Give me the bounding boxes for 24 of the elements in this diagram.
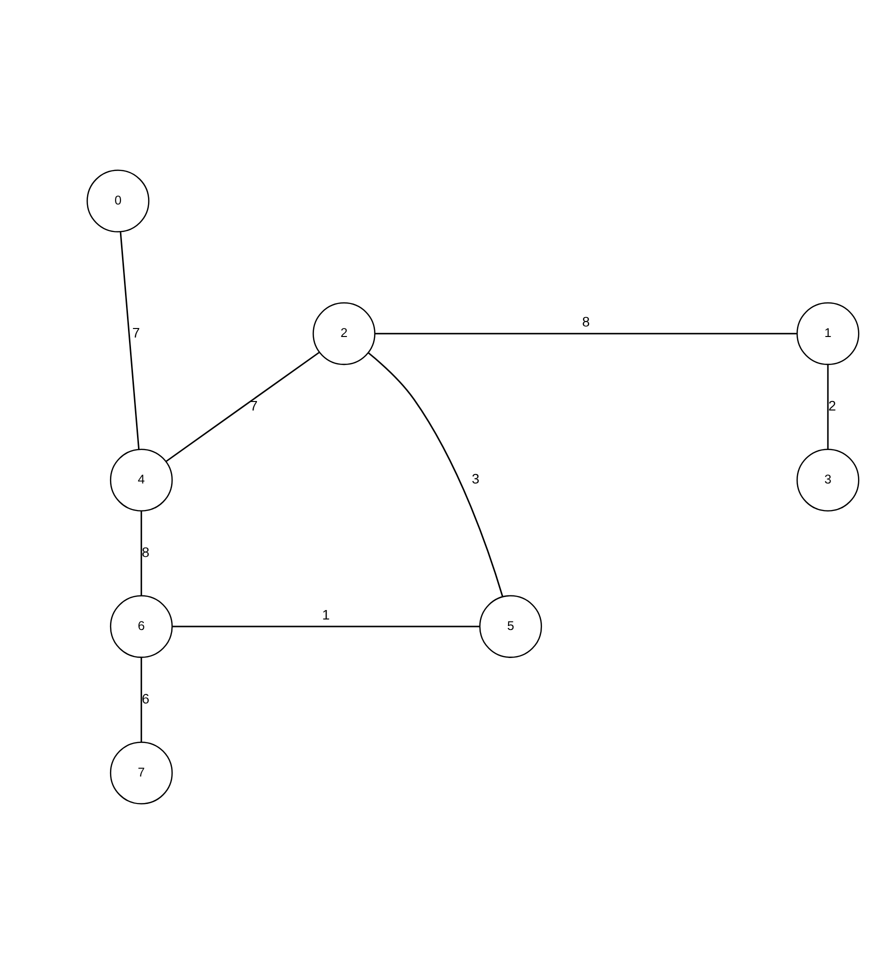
edge-label: 8 <box>582 314 590 330</box>
edge-label: 3 <box>471 471 479 486</box>
connector <box>367 352 503 596</box>
node-circle: 0 <box>86 169 149 232</box>
edge-label: 7 <box>132 324 140 340</box>
node-circle: 7 <box>109 741 172 804</box>
node-circle: 1 <box>796 302 859 365</box>
edge-label: 2 <box>828 398 836 413</box>
connector <box>140 657 142 742</box>
connector <box>826 364 828 449</box>
connector <box>119 231 140 449</box>
edge-label: 7 <box>249 398 258 413</box>
edge-label: 8 <box>141 544 149 560</box>
node-circle: 4 <box>109 448 172 512</box>
node-circle: 5 <box>478 594 542 658</box>
connector <box>165 351 320 462</box>
connector <box>374 332 796 334</box>
connector <box>172 625 480 627</box>
node-circle: 3 <box>796 448 859 512</box>
connector <box>140 510 142 596</box>
node-circle: 2 <box>312 302 375 365</box>
edge-label: 1 <box>322 607 330 622</box>
edge-label: 6 <box>141 690 149 706</box>
node-circle: 6 <box>109 594 172 658</box>
